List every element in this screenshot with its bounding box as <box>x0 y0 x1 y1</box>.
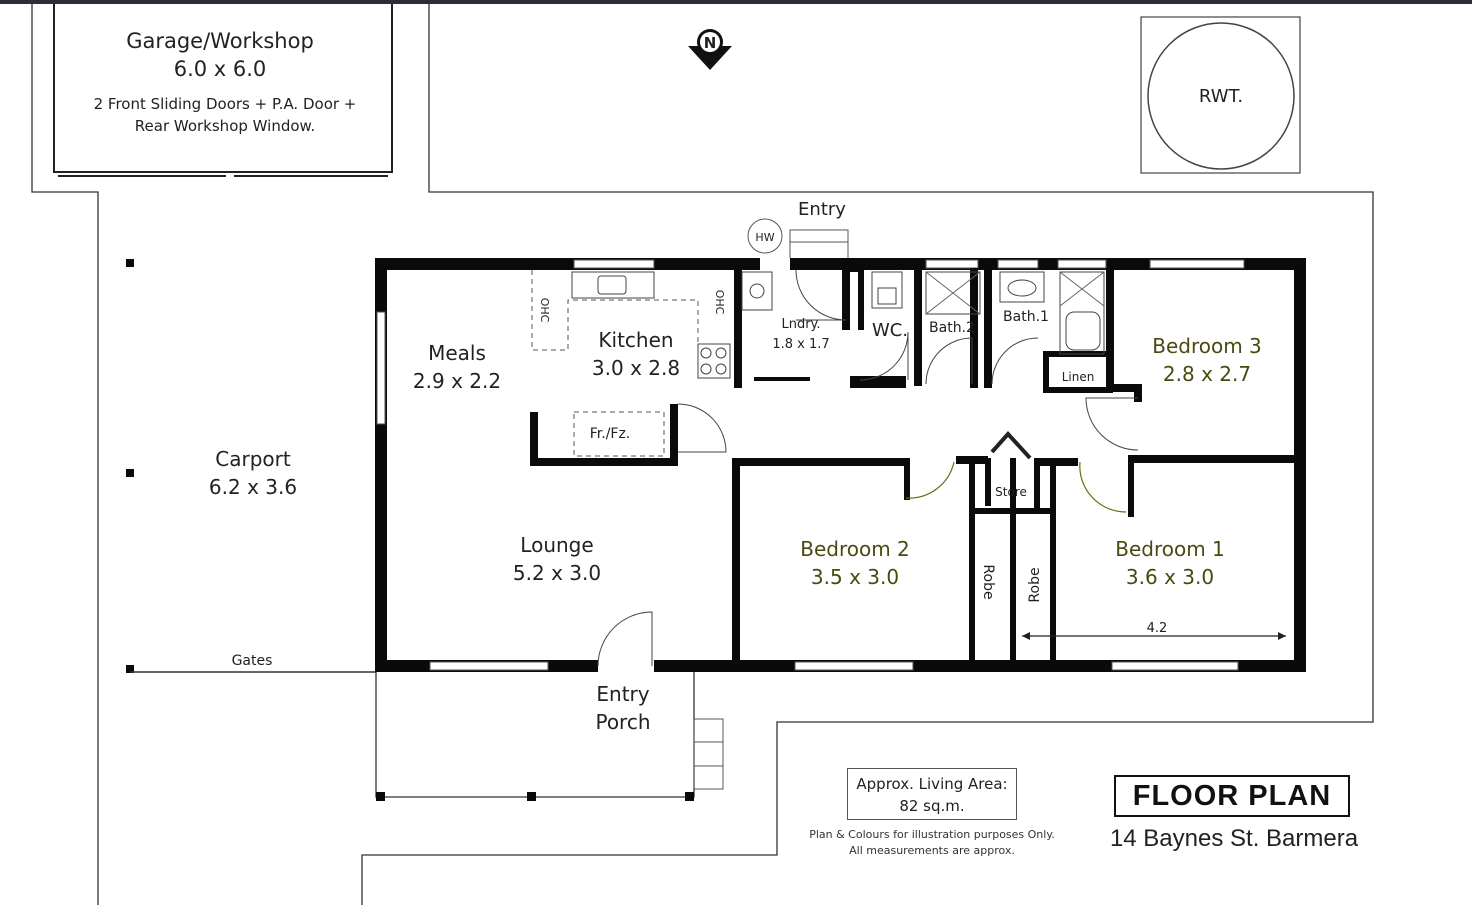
disclaimer: Plan & Colours for illustration purposes… <box>800 827 1064 859</box>
wc-name: WC. <box>871 320 909 341</box>
bedroom3-name: Bedroom 3 <box>1152 334 1262 358</box>
lounge-name: Lounge <box>520 533 594 557</box>
bedroom2-name: Bedroom 2 <box>800 537 910 561</box>
lounge-size: 5.2 x 3.0 <box>512 561 602 585</box>
living-area-line2: 82 sq.m. <box>899 797 965 815</box>
window-top-bar <box>0 0 1472 4</box>
disclaimer-line2: All measurements are approx. <box>849 844 1015 857</box>
meals-size: 2.9 x 2.2 <box>412 369 502 393</box>
robe-a-label: Robe <box>980 564 996 599</box>
property-address: 14 Baynes St. Barmera <box>1109 825 1359 852</box>
linen-label: Linen <box>1062 370 1095 384</box>
gates-label: Gates <box>232 653 273 669</box>
door-swings <box>597 269 1139 667</box>
rainwater-tank <box>1140 16 1301 174</box>
disclaimer-line1: Plan & Colours for illustration purposes… <box>809 828 1055 841</box>
rwt-label: RWT. <box>1198 86 1244 107</box>
carport-name: Carport <box>215 447 291 471</box>
meals-name: Meals <box>428 341 486 365</box>
garage-note-line2: Rear Workshop Window. <box>134 117 316 135</box>
kitchen-size: 3.0 x 2.8 <box>591 356 681 380</box>
dimension-line <box>1022 632 1286 640</box>
entry-porch-name-line1: Entry <box>596 682 650 706</box>
wet-area-fixtures <box>741 271 1105 355</box>
bedroom1-name: Bedroom 1 <box>1115 537 1225 561</box>
kitchen-fixtures <box>531 270 731 457</box>
ohc-right-label: OHC <box>713 290 726 315</box>
ohc-left-label: OHC <box>538 298 551 323</box>
entry-porch-name-line2: Porch <box>595 710 651 734</box>
bedroom1-size: 3.6 x 3.0 <box>1125 565 1215 589</box>
garage-name: Garage/Workshop <box>126 29 314 53</box>
site-boundary <box>31 4 1374 905</box>
north-arrow-icon <box>688 29 732 70</box>
fridge-label: Fr./Fz. <box>590 426 631 442</box>
laundry-size: 1.8 x 1.7 <box>772 337 830 352</box>
garage-size: 6.0 x 6.0 <box>173 57 267 81</box>
garage-note-line1: 2 Front Sliding Doors + P.A. Door + <box>93 95 357 113</box>
carport-size: 6.2 x 3.6 <box>208 475 298 499</box>
internal-walls <box>530 264 1298 666</box>
bedroom2-size: 3.5 x 3.0 <box>810 565 900 589</box>
kitchen-name: Kitchen <box>598 328 674 352</box>
carport-posts <box>126 259 376 673</box>
living-area-box: Approx. Living Area: 82 sq.m. <box>847 768 1017 820</box>
windows <box>376 258 1245 672</box>
entry-porch-outline <box>375 672 724 801</box>
store-label: Store <box>995 485 1027 499</box>
bedroom3-size: 2.8 x 2.7 <box>1162 362 1252 386</box>
hw-label: HW <box>755 231 774 244</box>
robe-b-label: Robe <box>1027 567 1043 602</box>
living-area-line1: Approx. Living Area: <box>856 775 1008 793</box>
bath2-name: Bath.2 <box>929 320 975 336</box>
bath1-name: Bath.1 <box>1003 309 1049 325</box>
entry-top-label: Entry <box>798 199 846 220</box>
laundry-name: Lndry. <box>781 317 821 332</box>
compass-letter: N <box>704 34 717 52</box>
floor-plan-title: FLOOR PLAN <box>1114 775 1350 817</box>
garage-outline <box>53 4 393 177</box>
dimension-label: 4.2 <box>1147 621 1168 636</box>
